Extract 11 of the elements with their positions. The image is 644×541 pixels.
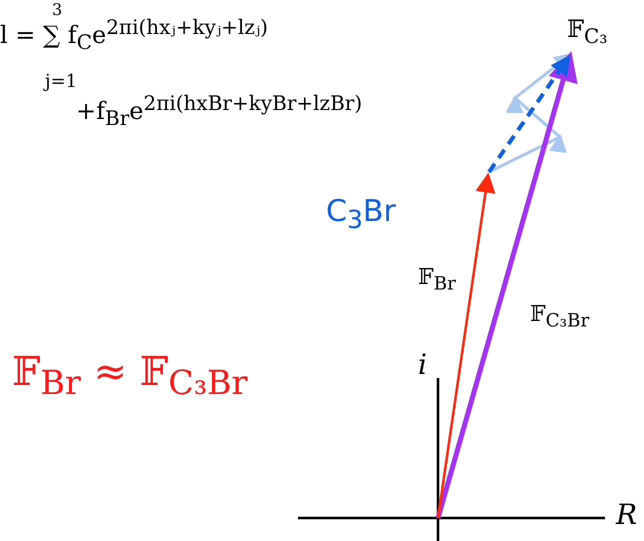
formula-line: +f$_{Br}$e$^{2πi(hxBr+kyBr+lzBr)}$ xyxy=(76,92,362,129)
approximation-label: 𝔽$_{Br}$ ≈ 𝔽$_{C₃Br}$ xyxy=(12,350,248,402)
vector-label: 𝔽$_{C₃}$ xyxy=(567,16,608,47)
vector-label: 𝔽$_{C₃Br}$ xyxy=(530,303,590,332)
axis-label: R xyxy=(616,500,638,531)
axis-label: i xyxy=(418,350,427,381)
formula-index: 3 xyxy=(52,1,62,19)
formula-index: j=1 xyxy=(45,72,78,92)
molecule-label: C$_{3}$Br xyxy=(326,195,396,234)
vector-label: 𝔽$_{Br}$ xyxy=(418,266,456,295)
formula-line: l = ∑ f$_{C}$e$^{2πi(hxⱼ+kyⱼ+lzⱼ)}$ xyxy=(0,16,268,53)
